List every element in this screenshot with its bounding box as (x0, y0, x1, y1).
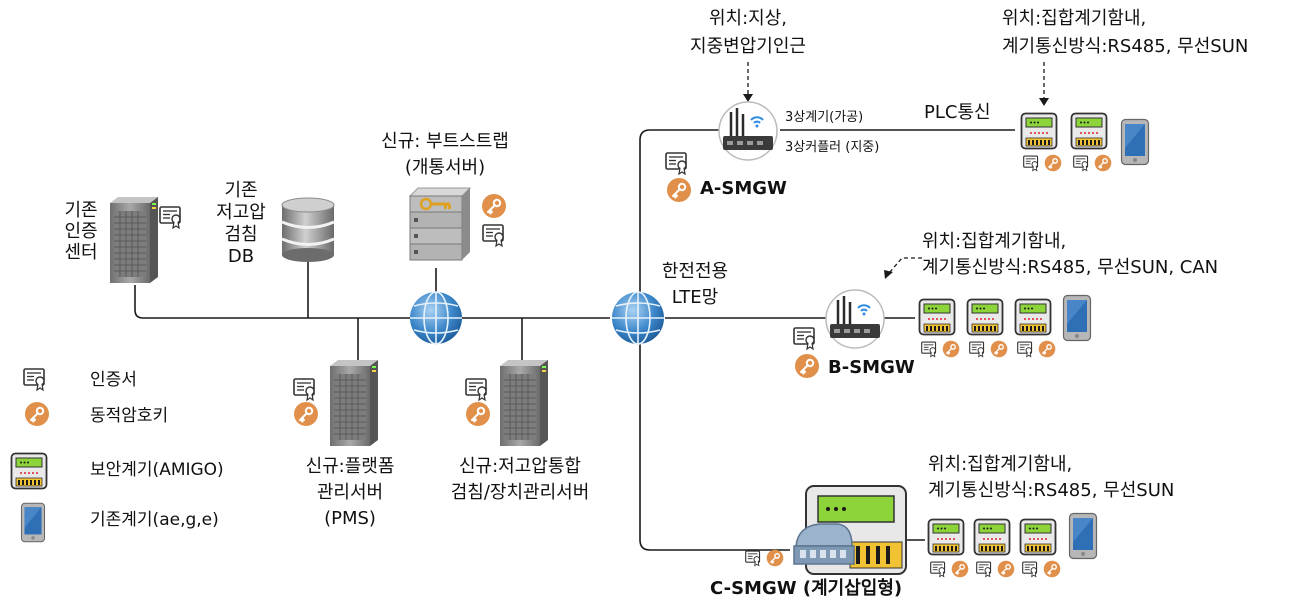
legacy-meter-icon (1068, 512, 1098, 564)
a-smgw-location-1: 위치:지상, (708, 8, 788, 29)
pms-line-2: 관리서버 (316, 482, 384, 503)
a-smgw-label: A-SMGW (700, 178, 787, 199)
key-icon (1044, 154, 1062, 176)
secure-meter-icon (1070, 112, 1108, 154)
a-smgw-link-lower: 3상커플러 (지중) (785, 140, 880, 155)
c-smgw-note-2: 계기통신방식:RS485, 무선SUN (928, 480, 1175, 501)
key-icon (1038, 340, 1056, 362)
legacy-meter-icon (1062, 294, 1092, 346)
key-icon (293, 401, 319, 431)
key-icon (997, 560, 1015, 582)
rack-server-icon (404, 186, 474, 272)
c-smgw-note-1: 위치:집합계기함내, (928, 454, 1073, 475)
certificate-icon (1021, 560, 1041, 582)
secure-meter-icon (973, 518, 1011, 560)
key-icon (942, 340, 960, 362)
b-smgw-note-1: 위치:집합계기함내, (922, 231, 1067, 252)
secure-meter-icon (927, 518, 965, 560)
secure-meter-icon (1014, 298, 1052, 340)
certificate-icon (929, 560, 949, 582)
legend-label-certificate: 인증서 (90, 370, 137, 390)
legend-certificate-icon (22, 366, 50, 396)
pms-line-1: 신규:플랫폼 (305, 456, 395, 477)
a-smgw-meter-note-1: 위치:집합계기함내, (1002, 8, 1147, 29)
a-smgw-link-upper: 3상계기(가공) (785, 110, 864, 125)
auth-center-label: 기존 인증 센터 (56, 200, 106, 263)
certificate-icon (792, 325, 820, 355)
db-label: 기존 저고압 검침 DB (206, 180, 276, 268)
c-smgw-label-text: C-SMGW (계기삽입형) (710, 578, 903, 599)
certificate-icon (1072, 154, 1092, 176)
certificate-icon (744, 549, 764, 571)
certificate-icon (664, 150, 692, 180)
backbone-line (134, 285, 610, 319)
legend-label-key: 동적암호키 (90, 406, 169, 426)
b-smgw-note-2: 계기통신방식:RS485, 무선SUN, CAN (922, 257, 1219, 278)
certificate-icon (920, 340, 940, 362)
legend-key-icon (24, 401, 50, 431)
legacy-meter-icon (1120, 118, 1150, 170)
key-icon (951, 560, 969, 582)
secure-meter-icon (966, 298, 1004, 340)
meter-inserted-gateway-icon (790, 484, 910, 584)
legend-label-secure-meter: 보안계기(AMIGO) (90, 460, 224, 480)
auth-center-line-1: 기존 (64, 200, 98, 221)
legend-secure-meter-icon (10, 452, 48, 494)
lte-globe-icon (610, 290, 666, 350)
plc-label: PLC통신 (924, 102, 991, 123)
certificate-icon (292, 376, 320, 406)
certificate-icon (158, 204, 186, 234)
key-icon (1043, 560, 1061, 582)
key-icon (666, 177, 692, 207)
certificate-icon (968, 340, 988, 362)
database-icon (280, 197, 336, 267)
server-tower-icon (496, 358, 552, 452)
legend-legacy-meter-icon (20, 502, 46, 547)
c-smgw-label: C-SMGW (계기삽입형) (710, 580, 902, 598)
secure-meter-icon (1020, 112, 1058, 154)
pms-line-3: (PMS) (324, 508, 376, 529)
b-smgw-label: B-SMGW (828, 357, 915, 378)
auth-center-line-3: 센터 (64, 242, 98, 263)
db-line-2: 저고압 (216, 202, 266, 223)
router-icon (717, 100, 779, 166)
key-icon (766, 549, 784, 571)
globe-icon (408, 290, 464, 350)
key-icon (1094, 154, 1112, 176)
certificate-icon (481, 222, 509, 252)
key-icon (794, 353, 820, 383)
secure-meter-icon (1019, 518, 1057, 560)
certificate-icon (975, 560, 995, 582)
server-tower-icon (106, 195, 162, 289)
a-smgw-meter-note-2: 계기통신방식:RS485, 무선SUN (1002, 36, 1249, 57)
metering-mgmt-line-2: 검침/장치관리서버 (450, 482, 590, 503)
certificate-icon (1016, 340, 1036, 362)
certificate-icon (464, 376, 492, 406)
db-line-3: 검침 (224, 224, 258, 245)
db-line-4: DB (227, 246, 255, 267)
db-line-1: 기존 (224, 180, 258, 201)
legend-label-legacy-meter: 기존계기(ae,g,e) (90, 510, 219, 530)
bootstrap-line-1: 신규: 부트스트랩 (381, 131, 509, 152)
certificate-icon (1022, 154, 1042, 176)
a-smgw-location-2: 지중변압기인근 (690, 36, 806, 57)
auth-center-line-2: 인증 (64, 221, 98, 242)
lte-label-2: LTE망 (671, 287, 719, 308)
secure-meter-icon (918, 298, 956, 340)
metering-mgmt-line-1: 신규:저고압통합 (459, 456, 581, 477)
router-icon (824, 288, 886, 354)
key-icon (481, 193, 507, 223)
lte-label-1: 한전전용 (661, 261, 729, 282)
server-tower-icon (326, 358, 382, 452)
bootstrap-line-2: (개통서버) (404, 157, 486, 178)
key-icon (990, 340, 1008, 362)
key-icon (465, 401, 491, 431)
